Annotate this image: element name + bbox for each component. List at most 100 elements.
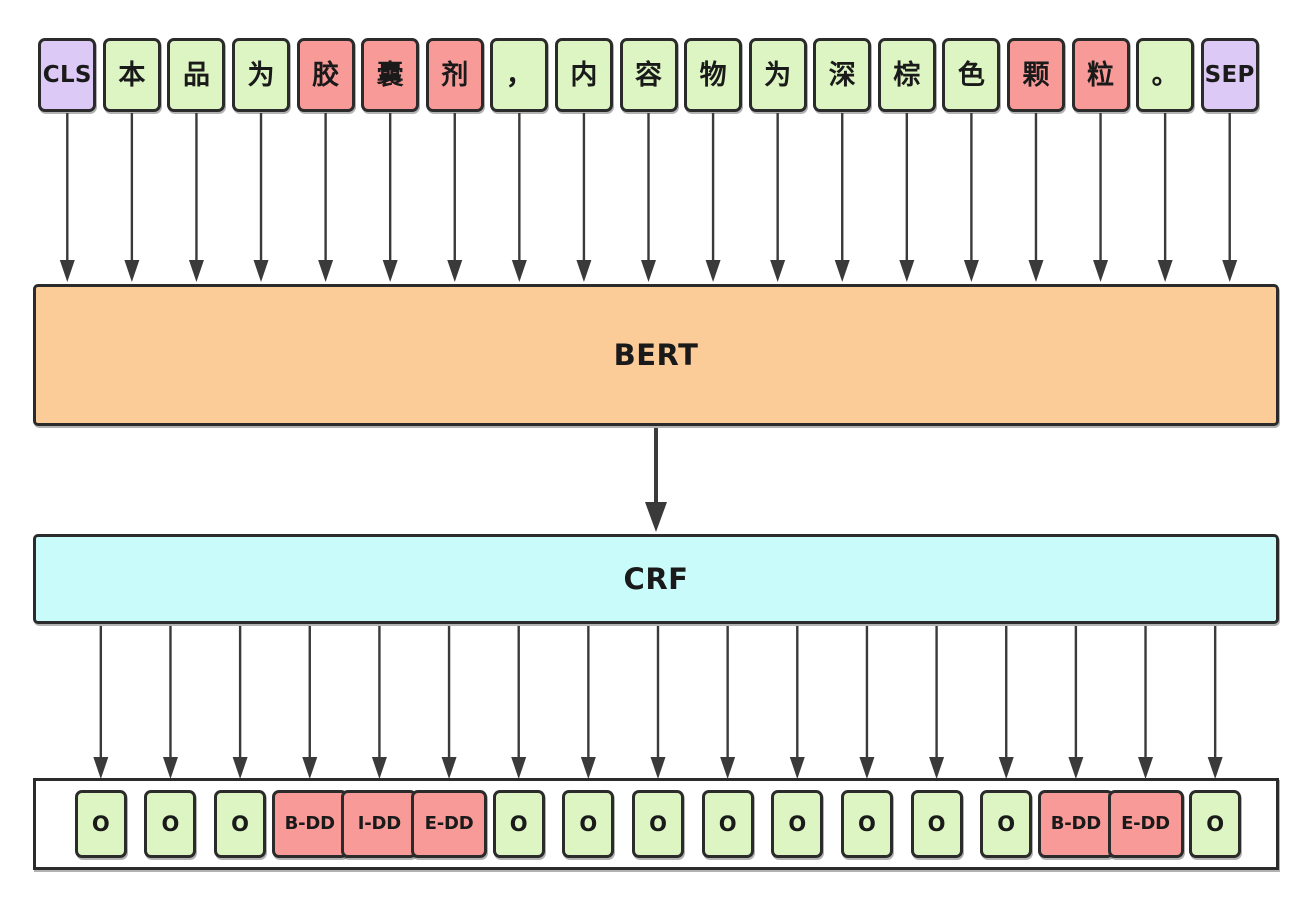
arrow-head: [1028, 260, 1044, 282]
input-token: 颗: [1006, 38, 1065, 112]
output-label: O: [840, 790, 893, 858]
input-token-text: 胶: [312, 59, 340, 91]
output-label: B-DD: [1037, 790, 1114, 858]
input-token: 内: [554, 38, 613, 112]
arrow-head: [93, 757, 109, 779]
input-token-text: 品: [182, 59, 210, 91]
arrow-head: [382, 260, 398, 282]
arrow-head: [705, 260, 721, 282]
arrow-head: [641, 260, 656, 282]
input-token-text: 色: [957, 59, 985, 91]
output-label: O: [214, 790, 267, 858]
input-token-text: 囊: [376, 59, 404, 91]
output-label: E-DD: [1107, 790, 1184, 858]
output-label: O: [771, 790, 824, 858]
input-token: 囊: [361, 38, 420, 112]
output-label: B-DD: [271, 790, 348, 858]
input-token-text: 物: [699, 59, 727, 91]
output-label-text: O: [649, 811, 667, 836]
output-label-text: O: [91, 811, 110, 836]
arrow-head: [1207, 757, 1223, 779]
arrow-head: [650, 757, 666, 779]
output-label-text: B-DD: [1050, 813, 1102, 834]
input-token: 品: [167, 38, 226, 112]
input-token: 色: [942, 38, 1001, 112]
output-label: O: [144, 790, 197, 858]
input-token-text: 颗: [1022, 59, 1050, 91]
input-token-text: 深: [828, 59, 856, 91]
arrow-head: [447, 260, 463, 282]
arrow-head: [1138, 757, 1154, 779]
arrow-head: [963, 260, 979, 282]
arrow-head: [318, 260, 334, 282]
output-label: O: [632, 790, 684, 858]
output-label-text: B-DD: [284, 813, 335, 834]
crf-decoder-block: CRF: [33, 534, 1279, 624]
arrow-head: [511, 260, 527, 282]
output-label: O: [701, 790, 754, 858]
input-token: 。: [1136, 38, 1195, 112]
arrow-head: [789, 757, 805, 779]
output-label: I-DD: [341, 790, 418, 858]
input-token-text: 内: [570, 59, 598, 91]
output-label: O: [562, 790, 615, 858]
input-token-text: 容: [635, 59, 662, 91]
output-label: O: [1189, 790, 1242, 858]
input-token: 剂: [425, 38, 484, 112]
input-token-text: SEP: [1204, 61, 1255, 88]
output-label-text: O: [509, 811, 528, 836]
arrow-head: [770, 260, 786, 282]
input-token: 本: [102, 38, 161, 112]
output-label: O: [74, 790, 127, 858]
output-label: O: [910, 790, 963, 858]
bert-label: BERT: [613, 338, 699, 372]
arrow-head: [929, 757, 945, 779]
output-label-text: I-DD: [357, 813, 402, 834]
input-token: CLS: [38, 38, 97, 112]
input-token-text: 。: [1151, 59, 1179, 91]
output-label-text: O: [927, 811, 946, 836]
input-token: 棕: [877, 38, 936, 112]
input-token-text: 粒: [1087, 59, 1115, 91]
arrow-head: [253, 260, 269, 282]
arrow-head: [302, 757, 318, 779]
input-token: ，: [490, 38, 549, 112]
input-token-text: 为: [764, 59, 792, 91]
input-token-text: 本: [118, 59, 146, 91]
output-label-text: O: [231, 811, 250, 836]
bert-encoder-block: BERT: [33, 284, 1279, 426]
input-token: 胶: [296, 38, 355, 112]
input-token: 为: [232, 38, 291, 112]
output-label-text: O: [788, 811, 807, 836]
arrow-head: [834, 260, 850, 282]
arrow-head: [511, 757, 527, 779]
output-label-text: O: [579, 811, 598, 836]
arrow-head: [1157, 260, 1173, 282]
arrow-head: [124, 260, 140, 282]
input-token: 深: [813, 38, 872, 112]
output-label: O: [492, 790, 545, 858]
output-label-text: O: [1206, 811, 1225, 836]
arrow-head: [59, 260, 75, 282]
output-label-text: O: [858, 811, 876, 836]
arrow-head: [162, 757, 178, 779]
arrow-head: [1068, 757, 1084, 779]
input-token-text: CLS: [42, 61, 92, 88]
output-label-text: O: [718, 811, 737, 836]
output-label-text: O: [161, 811, 180, 836]
output-label-text: E-DD: [424, 813, 474, 834]
input-token: 粒: [1071, 38, 1130, 112]
crf-label: CRF: [623, 562, 689, 596]
arrow-head: [1093, 260, 1109, 282]
output-label-text: O: [997, 811, 1016, 836]
arrow-head: [188, 260, 204, 282]
input-token-text: 棕: [893, 59, 921, 91]
input-token-text: ，: [505, 59, 533, 91]
arrow-head: [576, 260, 592, 282]
output-label-text: E-DD: [1121, 813, 1170, 834]
arrow-head: [899, 260, 915, 282]
arrow-head: [859, 757, 875, 779]
input-token-text: 剂: [441, 59, 469, 91]
